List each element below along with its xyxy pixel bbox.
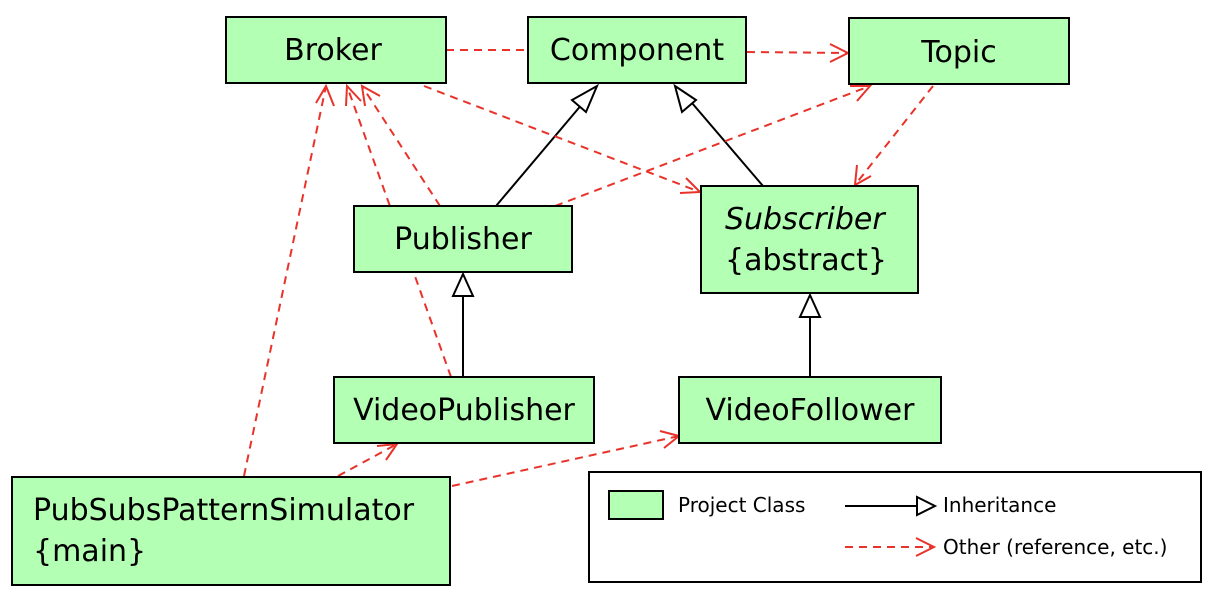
edge-publisher-inherits-component [495,83,600,207]
legend: Project Class Inheritance Other (referen… [588,471,1202,583]
edge-topic-ref-subscriber [853,85,934,187]
class-videopublisher: VideoPublisher [333,376,595,444]
edge-simulator-ref-videopublisher [337,442,400,477]
class-videofollower: VideoFollower [678,376,942,444]
edge-publisher-ref-topic [554,85,873,207]
class-subscriber-stereotype: {abstract} [725,243,887,278]
class-videopublisher-label: VideoPublisher [353,393,575,428]
legend-project-class-label: Project Class [678,493,805,517]
class-broker-label: Broker [284,33,382,68]
class-component-label: Component [550,33,724,68]
class-subscriber-label: Subscriber [725,202,886,237]
edges [243,43,934,487]
class-publisher-label: Publisher [394,222,532,257]
edge-subscriber-inherits-component [673,83,764,187]
legend-inheritance-label: Inheritance [943,493,1056,517]
class-broker: Broker [225,16,447,84]
legend-other: Other (reference, etc.) [845,535,1167,559]
edge-videopublisher-inherits-publisher [451,271,475,377]
class-simulator-label: PubSubsPatternSimulator [33,493,415,528]
class-videofollower-label: VideoFollower [706,393,916,428]
legend-inheritance-arrowhead [916,495,938,517]
class-topic-label: Topic [920,35,996,70]
legend-project-class: Project Class [608,490,805,520]
class-topic: Topic [848,17,1070,85]
class-publisher: Publisher [353,205,573,273]
class-simulator: PubSubsPatternSimulator {main} [11,476,451,586]
edge-videofollower-inherits-subscriber [798,292,822,377]
legend-other-label: Other (reference, etc.) [943,535,1167,559]
edge-broker-ref-subscriber [423,85,703,194]
legend-inheritance: Inheritance [845,493,1056,517]
class-simulator-stereotype: {main} [33,534,146,569]
edge-publisher-ref-broker [360,84,441,207]
class-component: Component [527,16,747,84]
legend-other-arrowhead [915,537,937,557]
edge-simulator-ref-broker [243,83,335,477]
edge-component-ref-topic [746,43,851,63]
class-subscriber: Subscriber {abstract} [700,185,919,294]
legend-class-swatch [608,490,664,520]
